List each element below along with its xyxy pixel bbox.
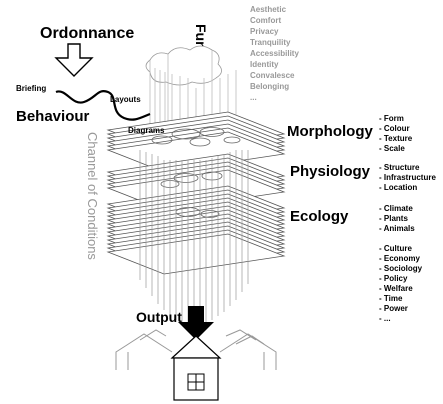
function-item: Belonging <box>250 82 289 91</box>
physiology-item: - Structure <box>379 163 420 172</box>
condition-item: - Welfare <box>379 284 413 293</box>
condition-item: - Economy <box>379 254 420 263</box>
ordonnance-arrow-icon <box>54 43 94 77</box>
function-item: ... <box>250 93 257 102</box>
condition-item: - Culture <box>379 244 412 253</box>
physiology-item: - Location <box>379 183 417 192</box>
morphology-label: Morphology <box>287 123 373 140</box>
physiology-label: Physiology <box>290 163 371 180</box>
morphology-circles <box>151 127 241 147</box>
channel-lines <box>139 150 249 322</box>
function-item: Privacy <box>250 27 279 36</box>
ecology-item: - Animals <box>379 224 415 233</box>
houses-row <box>115 329 277 370</box>
ecology-item: - Plants <box>379 214 408 223</box>
function-list: Aesthetic Comfort Privacy Tranquility Ac… <box>250 5 299 102</box>
morphology-item: - Form <box>379 114 404 123</box>
morphology-item: - Texture <box>379 134 413 143</box>
ecology-layer-stack <box>106 185 286 275</box>
briefing-label: Briefing <box>16 84 46 93</box>
layouts-label: Layouts <box>110 95 141 104</box>
channel-label: Channel of Conditions <box>85 132 100 260</box>
condition-item: - Sociology <box>379 264 423 273</box>
morphology-item: - Colour <box>379 124 410 133</box>
ordonnance-label: Ordonnance <box>40 25 134 42</box>
behaviour-label: Behaviour <box>16 108 90 125</box>
function-item: Tranquility <box>250 38 291 47</box>
ecology-item: - Climate <box>379 204 413 213</box>
morphology-list: - Form - Colour - Texture - Scale <box>379 114 413 153</box>
function-item: Accessibility <box>250 49 299 58</box>
physiology-item: - Infrastructure <box>379 173 436 182</box>
other-conditions-list: - Culture - Economy - Sociology - Policy… <box>379 244 423 323</box>
ecology-list: - Climate - Plants - Animals <box>379 204 415 233</box>
condition-item: - Time <box>379 294 403 303</box>
house-icon <box>170 335 222 401</box>
briefing-curve <box>55 90 151 121</box>
output-label: Output <box>136 309 182 325</box>
function-item: Convalesce <box>250 71 295 80</box>
ecology-label: Ecology <box>290 208 349 225</box>
condition-item: - Power <box>379 304 408 313</box>
condition-item: - ... <box>379 314 391 323</box>
function-item: Identity <box>250 60 279 69</box>
function-item: Aesthetic <box>250 5 287 14</box>
output-arrow-icon <box>178 306 214 340</box>
morphology-item: - Scale <box>379 144 405 153</box>
condition-item: - Policy <box>379 274 408 283</box>
function-item: Comfort <box>250 16 281 25</box>
diagrams-label: Diagrams <box>128 126 165 135</box>
physiology-list: - Structure - Infrastructure - Location <box>379 163 436 192</box>
